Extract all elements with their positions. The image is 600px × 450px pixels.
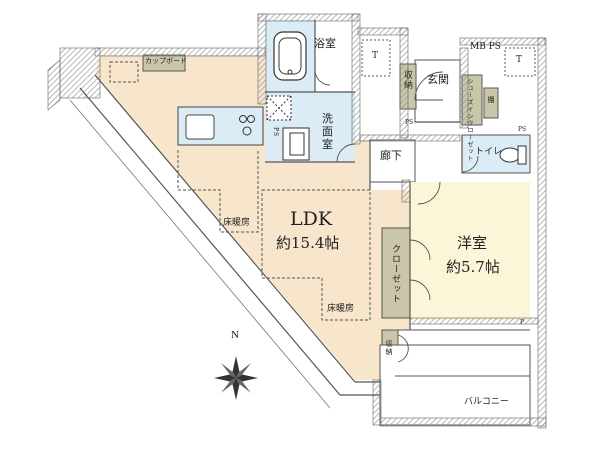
p-label: P bbox=[520, 319, 525, 326]
hallway-label: 廊下 bbox=[380, 149, 402, 162]
t-box-2 bbox=[504, 47, 536, 77]
compass-north-label: N bbox=[231, 329, 239, 341]
ps-label-2: PS bbox=[405, 119, 414, 126]
stove-burner-3 bbox=[242, 126, 252, 136]
ldk-floor bbox=[95, 55, 410, 380]
closet-label: クローゼット bbox=[390, 244, 400, 304]
ldk-size: 約15.4帖 bbox=[276, 234, 340, 252]
cupboard-dashed bbox=[109, 61, 139, 83]
ps-label-3: PS bbox=[518, 126, 527, 133]
small-storage-label: 収納 bbox=[385, 340, 393, 356]
bathtub-drain bbox=[287, 69, 293, 75]
toilet-label: トイレ bbox=[475, 147, 503, 157]
t-label-2: T bbox=[516, 55, 523, 65]
shelf-label: 棚 bbox=[487, 96, 495, 104]
floor-heating-label-2: 床暖房 bbox=[327, 304, 355, 314]
entrance-floor bbox=[414, 59, 461, 123]
bath-label: 浴室 bbox=[314, 37, 336, 50]
balcony-area bbox=[379, 344, 531, 426]
ldk-label: LDK bbox=[290, 208, 333, 230]
mb-ps-label: MB PS bbox=[470, 42, 501, 52]
shelf bbox=[483, 87, 499, 119]
compass-rose bbox=[214, 356, 258, 400]
western-room-size: 約5.7帖 bbox=[446, 258, 500, 276]
cupboard-label: カップボード bbox=[145, 57, 187, 65]
entrance-storage-label: 収納 bbox=[402, 70, 412, 90]
washroom-label: 洗面室 bbox=[322, 112, 333, 151]
kitchen-sink bbox=[185, 114, 215, 140]
bathtub bbox=[273, 31, 307, 81]
stove-burner-2 bbox=[247, 115, 255, 123]
doors bbox=[314, 69, 479, 363]
balcony-label: バルコニー bbox=[464, 397, 509, 407]
toilet-bowl bbox=[499, 147, 521, 163]
entrance-label: 玄関 bbox=[427, 73, 449, 86]
western-room-label: 洋室 bbox=[457, 234, 488, 252]
closet bbox=[381, 227, 411, 319]
t-label-1: T bbox=[372, 51, 379, 61]
diagonal-wall bbox=[69, 74, 380, 409]
floor-heating-zone-1 bbox=[177, 150, 259, 233]
shoe-closet-label: シューズインクローゼット bbox=[466, 78, 473, 162]
floor-heating-label-1: 床暖房 bbox=[223, 218, 251, 228]
partitions bbox=[265, 20, 463, 330]
t-box-1 bbox=[361, 39, 391, 77]
ps-label-1: PS bbox=[272, 127, 279, 138]
stove-burner-1 bbox=[239, 115, 247, 123]
walls bbox=[47, 13, 547, 429]
